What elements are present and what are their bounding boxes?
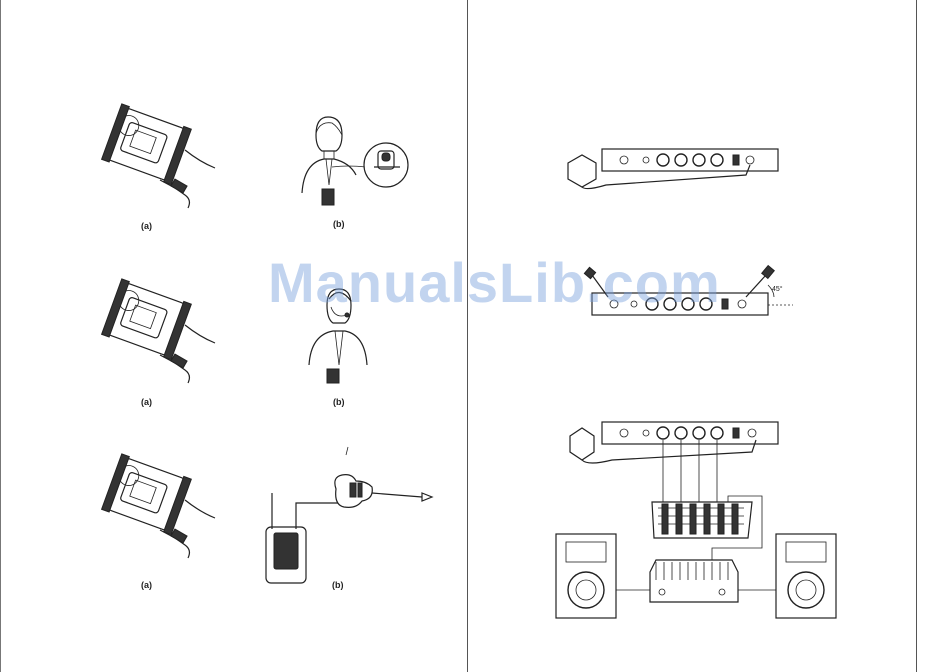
caption-b: (b) bbox=[333, 219, 345, 229]
guitar-transmitter-illustration bbox=[262, 445, 442, 585]
bodypack-transmitter-illustration bbox=[100, 285, 220, 390]
caption-b: (b) bbox=[332, 580, 344, 590]
caption-a: (a) bbox=[141, 221, 152, 231]
sound-system-setup-illustration bbox=[552, 420, 842, 630]
receiver-power-connection-illustration bbox=[566, 145, 781, 195]
caption-a: (a) bbox=[141, 397, 152, 407]
bodypack-transmitter-illustration bbox=[100, 460, 220, 565]
watermark-text: ManualsLib.com bbox=[268, 250, 721, 315]
caption-a: (a) bbox=[141, 580, 152, 590]
lavalier-person-illustration bbox=[298, 115, 418, 210]
caption-b: (b) bbox=[333, 397, 345, 407]
bodypack-transmitter-illustration bbox=[100, 110, 220, 215]
angle-label: 45° bbox=[772, 286, 783, 293]
